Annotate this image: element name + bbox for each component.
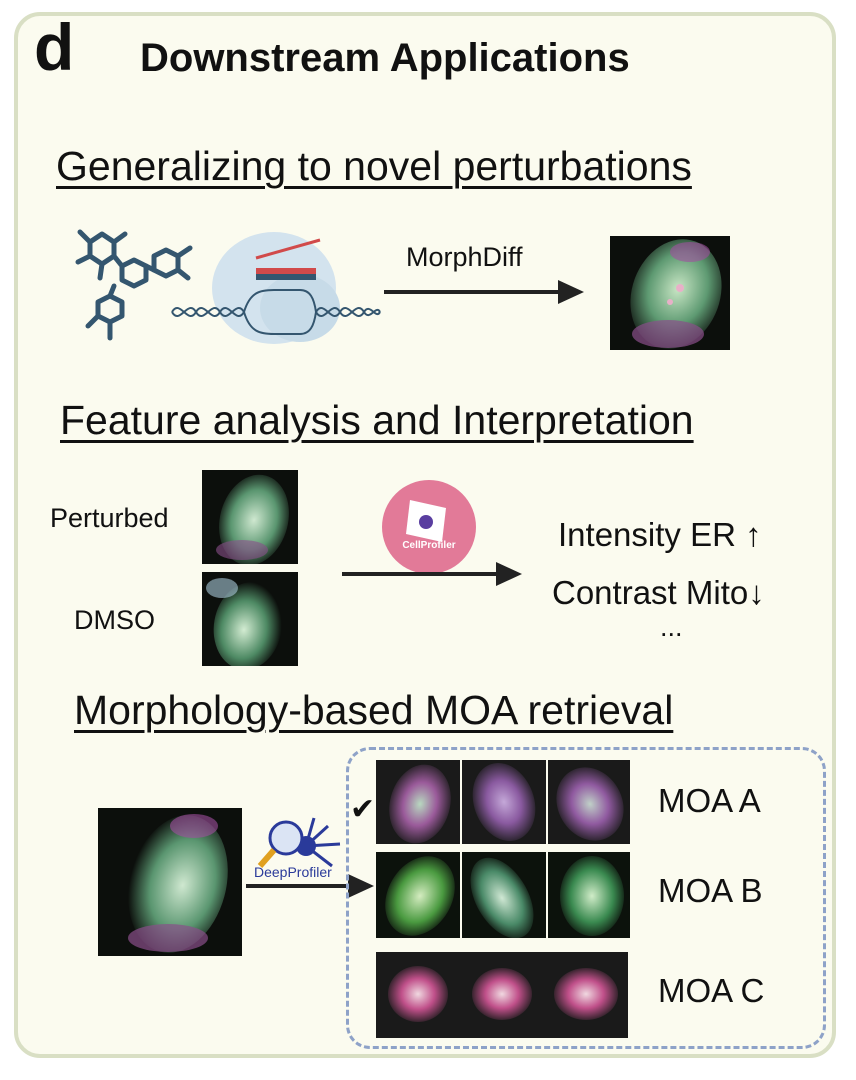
moa-c-cell-strip bbox=[376, 952, 628, 1038]
moa-label-c: MOA C bbox=[658, 972, 765, 1009]
feature-contrast-mito: Contrast Mito↓ bbox=[552, 574, 765, 611]
moa-a-cell-image bbox=[376, 760, 460, 844]
moa-a-cell-image bbox=[462, 760, 546, 844]
moa-b-cell-image bbox=[376, 852, 460, 938]
query-cell-image bbox=[98, 808, 242, 956]
section-heading-moa-retrieval: Morphology-based MOA retrieval bbox=[74, 687, 674, 733]
moa-b-cell-image bbox=[548, 852, 630, 938]
generated-cell-image bbox=[610, 236, 730, 350]
arrow-icon bbox=[384, 280, 584, 304]
cellprofiler-logo-text: CellProfiler bbox=[402, 540, 456, 551]
section-heading-feature-analysis: Feature analysis and Interpretation bbox=[60, 397, 694, 443]
arrow-icon bbox=[246, 874, 374, 898]
perturbed-cell-image bbox=[202, 470, 298, 564]
checkmark-icon: ✔ bbox=[350, 793, 376, 826]
molecule-icon bbox=[75, 229, 193, 341]
moa-label-b: MOA B bbox=[658, 872, 763, 909]
deepprofiler-logo-icon bbox=[257, 817, 341, 868]
panel-title: Downstream Applications bbox=[140, 36, 630, 80]
feature-intensity-er: Intensity ER ↑ bbox=[558, 516, 762, 553]
feature-ellipsis: ... bbox=[660, 612, 683, 642]
cellprofiler-logo-icon bbox=[382, 480, 476, 574]
morphdiff-label: MorphDiff bbox=[406, 242, 523, 272]
row-label-perturbed: Perturbed bbox=[50, 503, 169, 533]
moa-b-cell-image bbox=[462, 852, 546, 938]
arrow-icon bbox=[342, 562, 522, 586]
section-heading-generalizing: Generalizing to novel perturbations bbox=[56, 143, 692, 189]
moa-a-cell-image bbox=[548, 760, 630, 844]
moa-candidates-box bbox=[346, 747, 826, 1049]
row-label-dmso: DMSO bbox=[74, 605, 155, 635]
moa-label-a: MOA A bbox=[658, 782, 761, 819]
crispr-dna-icon bbox=[171, 232, 381, 344]
deepprofiler-logo-text: DeepProfiler bbox=[254, 864, 332, 880]
panel-letter: d bbox=[34, 10, 75, 84]
dmso-cell-image bbox=[202, 572, 298, 666]
